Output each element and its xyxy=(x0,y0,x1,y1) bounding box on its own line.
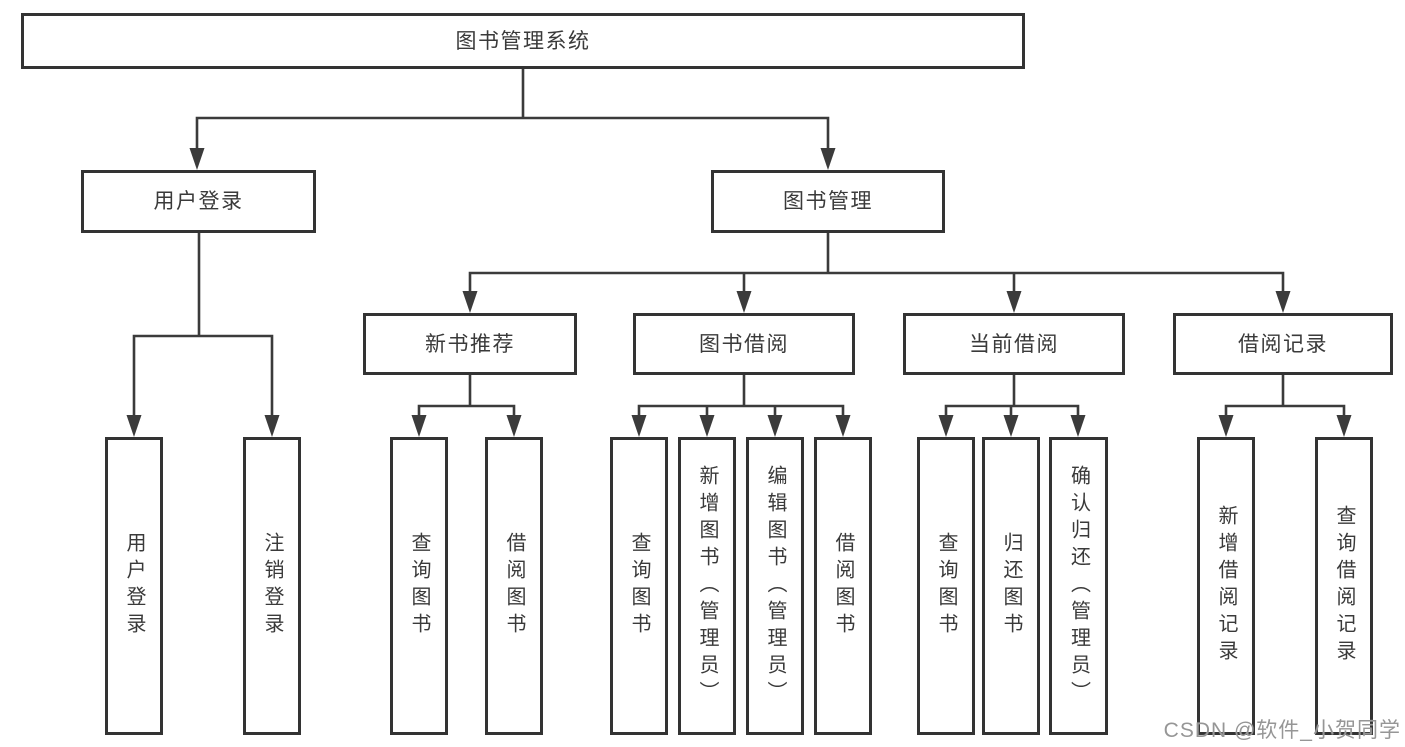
node-leaf-edit-book: 编辑图书（管理员） xyxy=(746,437,804,735)
connector-book-management-children xyxy=(462,233,1291,313)
node-label: 编辑图书（管理员） xyxy=(764,464,786,708)
node-leaf-add-record: 新增借阅记录 xyxy=(1197,437,1255,735)
node-leaf-add-book: 新增图书（管理员） xyxy=(678,437,736,735)
node-user-login: 用户登录 xyxy=(81,170,316,233)
node-leaf-return-book: 归还图书 xyxy=(982,437,1040,735)
node-leaf-borrow-book-2: 借阅图书 xyxy=(814,437,872,735)
node-label: 图书借阅 xyxy=(699,332,789,356)
node-book-borrowing: 图书借阅 xyxy=(633,313,855,375)
node-label: 借阅记录 xyxy=(1238,332,1328,356)
node-new-book-recommend: 新书推荐 xyxy=(363,313,577,375)
node-borrowing-records: 借阅记录 xyxy=(1173,313,1393,375)
arrowhead-icon xyxy=(699,415,715,437)
arrowhead-icon xyxy=(126,415,142,437)
node-leaf-query-book-1: 查询图书 xyxy=(390,437,448,735)
node-label: 注销登录 xyxy=(261,532,283,640)
node-label: 新书推荐 xyxy=(425,332,515,356)
node-leaf-confirm-return: 确认归还（管理员） xyxy=(1049,437,1108,735)
node-leaf-logout: 注销登录 xyxy=(243,437,301,735)
node-leaf-user-login: 用户登录 xyxy=(105,437,163,735)
node-label: 查询图书 xyxy=(935,532,957,640)
arrowhead-icon xyxy=(1336,415,1352,437)
arrowhead-icon xyxy=(189,148,205,170)
node-label: 查询借阅记录 xyxy=(1333,505,1355,667)
arrowhead-icon xyxy=(938,415,954,437)
node-label: 新增图书（管理员） xyxy=(696,464,718,708)
node-leaf-query-record: 查询借阅记录 xyxy=(1315,437,1373,735)
arrowhead-icon xyxy=(1006,291,1022,313)
arrowhead-icon xyxy=(1218,415,1234,437)
node-label: 确认归还（管理员） xyxy=(1067,464,1090,708)
arrowhead-icon xyxy=(820,148,836,170)
arrowhead-icon xyxy=(736,291,752,313)
connector-new-book-rec-children xyxy=(411,375,522,437)
connector-borrow-records-children xyxy=(1218,375,1352,437)
connector-current-borrow-children xyxy=(938,375,1086,437)
node-label: 用户登录 xyxy=(123,532,145,640)
node-label: 归还图书 xyxy=(1000,532,1022,640)
node-label: 用户登录 xyxy=(153,190,244,213)
node-root: 图书管理系统 xyxy=(21,13,1025,69)
arrowhead-icon xyxy=(767,415,783,437)
arrowhead-icon xyxy=(835,415,851,437)
node-label: 图书管理系统 xyxy=(455,29,591,53)
arrowhead-icon xyxy=(506,415,522,437)
connector-book-borrowing-children xyxy=(631,375,851,437)
arrowhead-icon xyxy=(1275,291,1291,313)
watermark: CSDN @软件_小贺同学 xyxy=(1163,719,1401,742)
node-label: 查询图书 xyxy=(408,532,430,640)
arrowhead-icon xyxy=(411,415,427,437)
node-label: 借阅图书 xyxy=(832,532,854,640)
node-leaf-query-book-3: 查询图书 xyxy=(917,437,975,735)
connector-root-to-level2 xyxy=(189,69,836,170)
node-current-borrowing: 当前借阅 xyxy=(903,313,1125,375)
node-label: 当前借阅 xyxy=(969,332,1059,356)
node-book-management: 图书管理 xyxy=(711,170,945,233)
node-label: 借阅图书 xyxy=(503,532,525,640)
node-leaf-query-book-2: 查询图书 xyxy=(610,437,668,735)
arrowhead-icon xyxy=(1070,415,1086,437)
arrowhead-icon xyxy=(1003,415,1019,437)
arrowhead-icon xyxy=(631,415,647,437)
node-label: 新增借阅记录 xyxy=(1215,505,1237,667)
node-label: 查询图书 xyxy=(628,532,650,640)
arrowhead-icon xyxy=(462,291,478,313)
arrowhead-icon xyxy=(264,415,280,437)
connector-user-login-children xyxy=(126,233,280,437)
node-label: 图书管理 xyxy=(783,190,873,213)
node-leaf-borrow-book-1: 借阅图书 xyxy=(485,437,543,735)
